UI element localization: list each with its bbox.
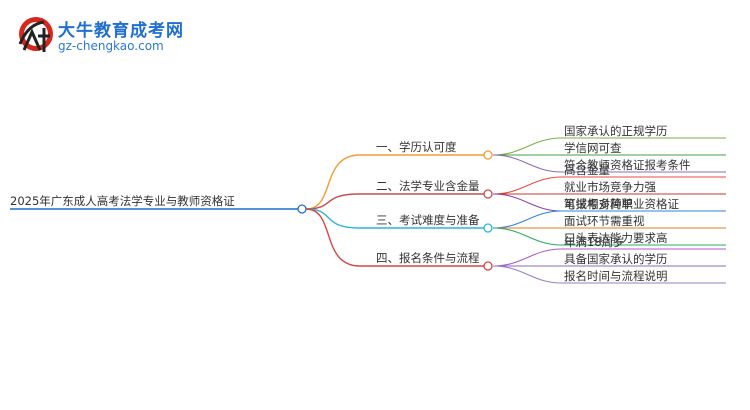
- leaf-label-3-2: 面试环节需重视: [564, 214, 645, 228]
- leaf-label-3-3: 口头表达能力要求高: [564, 231, 668, 245]
- branch-node-icon-4: [483, 261, 493, 271]
- leaf-label-2-3: 可报考多种职业资格证: [564, 197, 679, 211]
- branch-label-3: 三、考试难度与准备: [376, 213, 480, 227]
- leaf-label-2-2: 就业市场竞争力强: [564, 180, 656, 194]
- leaf-label-1-2: 学信网可查: [564, 141, 622, 155]
- branch-connector-2: [305, 193, 361, 210]
- branch-label-4: 四、报名条件与流程: [376, 251, 480, 265]
- root-label: 2025年广东成人高考法学专业与教师资格证: [10, 194, 235, 208]
- leaf-label-4-2: 具备国家承认的学历: [564, 252, 668, 266]
- leaf-label-4-1: 年满18周岁: [564, 235, 625, 249]
- site-logo[interactable]: 大牛教育成考网 gz-chengkao.com: [14, 14, 214, 60]
- leaf-label-4-3: 报名时间与流程说明: [564, 269, 668, 283]
- leaf-connector-2-1: [492, 176, 563, 195]
- leaf-connector-4-3: [492, 265, 563, 284]
- branch-connector-1: [305, 154, 361, 210]
- leaf-connector-2-3: [492, 193, 563, 212]
- leaf-label-1-3: 符合教师资格证报考条件: [564, 158, 691, 172]
- branch-label-2: 二、法学专业含金量: [376, 179, 480, 193]
- root-node-icon: [297, 204, 307, 214]
- leaf-connector-3-1: [492, 210, 563, 229]
- leaf-connector-4-1: [492, 248, 563, 267]
- leaf-connector-1-1: [492, 137, 563, 156]
- branch-node-icon-3: [483, 223, 493, 233]
- branch-connector-3: [305, 208, 361, 229]
- branch-node-icon-2: [483, 189, 493, 199]
- leaf-connector-1-3: [492, 154, 563, 173]
- leaf-connector-3-3: [492, 227, 563, 246]
- leaf-label-3-1: 笔试相对简单: [564, 197, 633, 211]
- logo-url: gz-chengkao.com: [58, 39, 164, 53]
- branch-node-icon-1: [483, 150, 493, 160]
- bull-logo-icon: [18, 17, 53, 52]
- branch-connector-4: [305, 208, 361, 267]
- leaf-label-2-1: 高含金量: [564, 163, 610, 177]
- leaf-label-1-1: 国家承认的正规学历: [564, 124, 668, 138]
- logo-title: 大牛教育成考网: [58, 21, 184, 41]
- branch-label-1: 一、学历认可度: [376, 140, 457, 154]
